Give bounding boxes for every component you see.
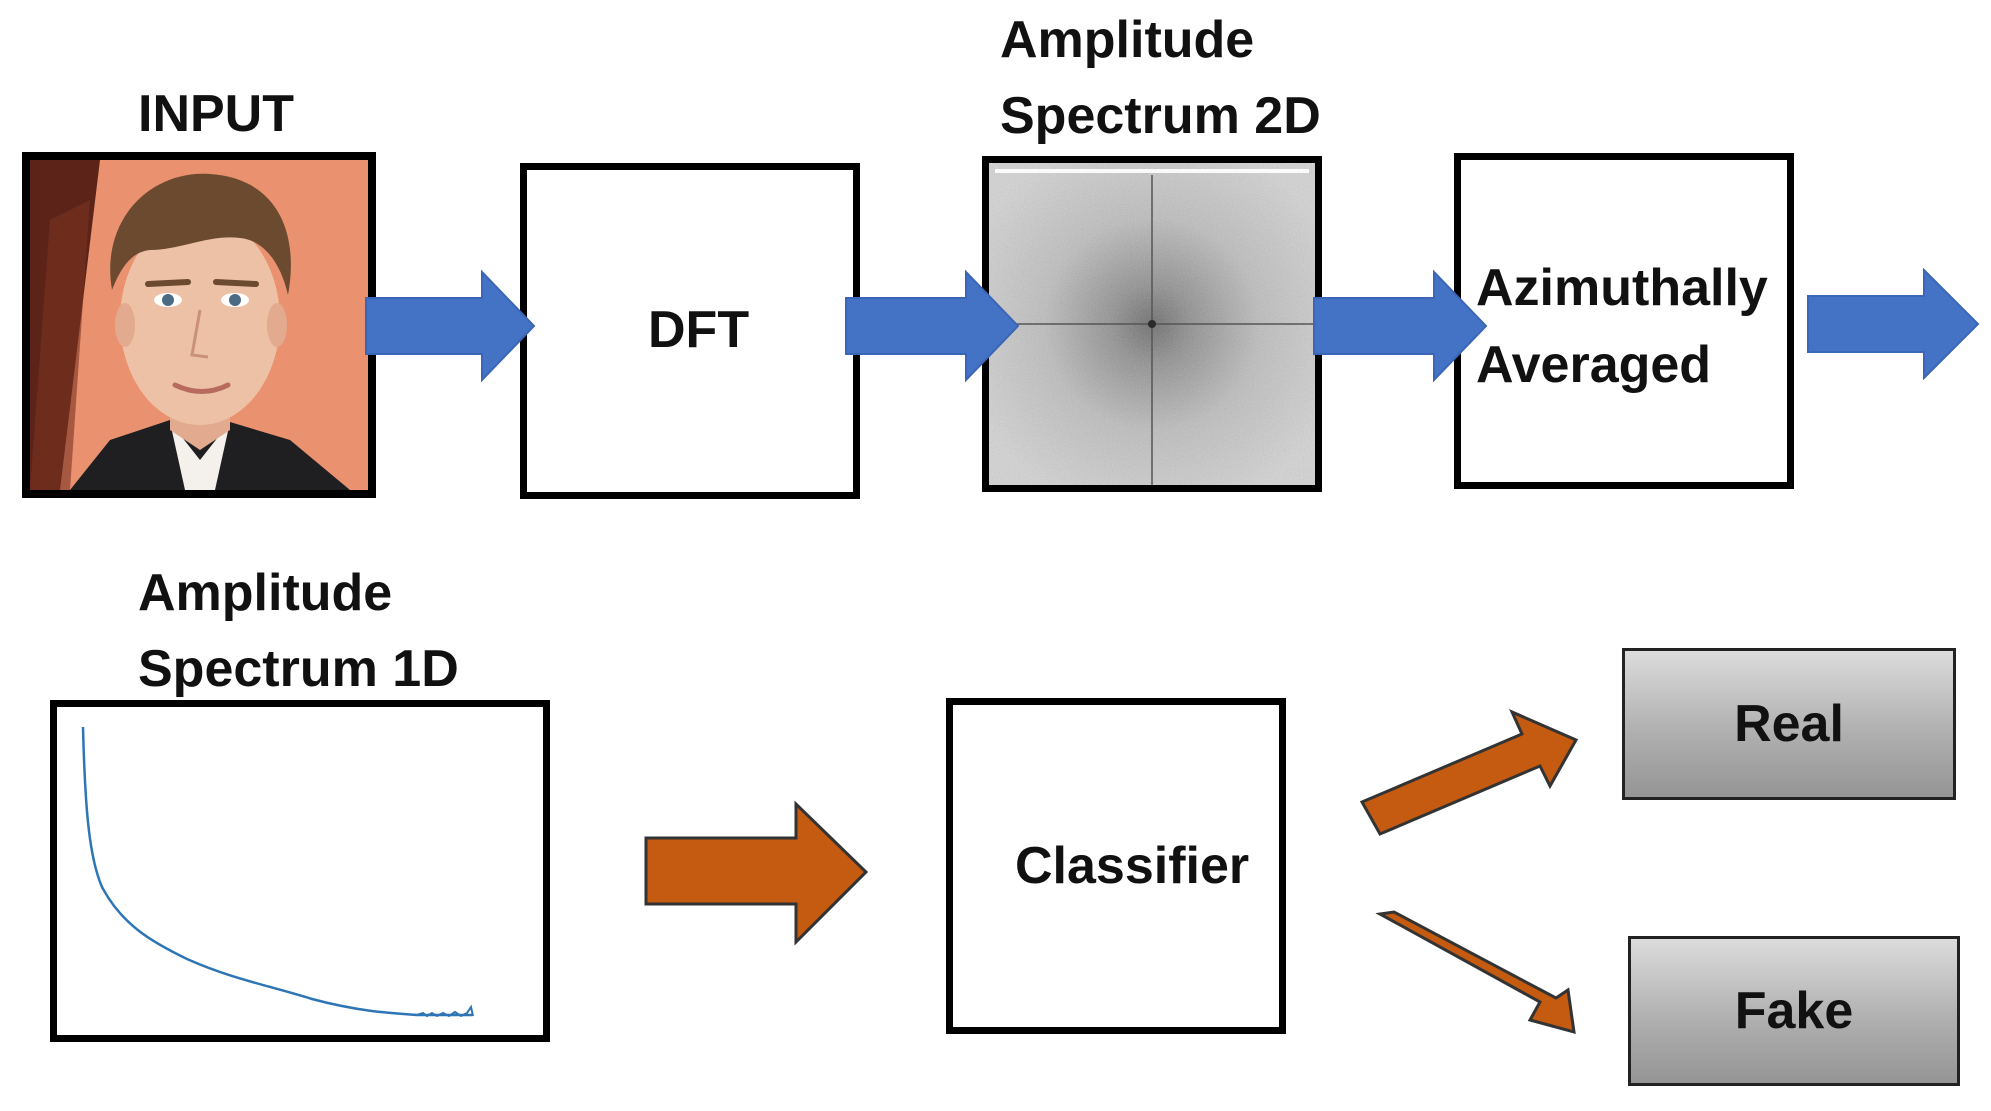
spectrum-2d-box (982, 156, 1322, 492)
classifier-label: Classifier (1015, 837, 1250, 895)
input-label: INPUT (138, 85, 294, 143)
arrow-input-to-dft (365, 269, 536, 383)
spectrum-2d-label-line1: Amplitude (1000, 11, 1255, 69)
input-face-image (22, 152, 376, 498)
dft-box (520, 163, 860, 499)
spectrum-1d-label-line1: Amplitude (138, 564, 393, 622)
azimuthal-line1: Azimuthally (1476, 259, 1768, 317)
real-output-box: Real (1622, 648, 1956, 800)
spectrum-1d-curve (81, 726, 474, 1018)
azimuthal-average-box (1454, 153, 1794, 489)
arrow-classifier-to-real (1359, 709, 1579, 836)
spectrum-2d-label-line2: Spectrum 2D (1000, 87, 1321, 145)
face-illustration (30, 160, 368, 490)
fake-output-box: Fake (1628, 936, 1960, 1086)
classifier-box (946, 698, 1286, 1034)
spectrum-2d-image (989, 163, 1315, 485)
dft-label: DFT (648, 301, 750, 359)
arrow-azimuthal-out (1807, 267, 1980, 381)
spectrum-1d-box (50, 700, 550, 1042)
spectrum-1d-label-line2: Spectrum 1D (138, 640, 459, 698)
azimuthal-line2: Averaged (1476, 336, 1712, 394)
arrow-classifier-to-fake (1375, 910, 1576, 1035)
arrow-spectrum1d-to-classifier (644, 800, 869, 946)
